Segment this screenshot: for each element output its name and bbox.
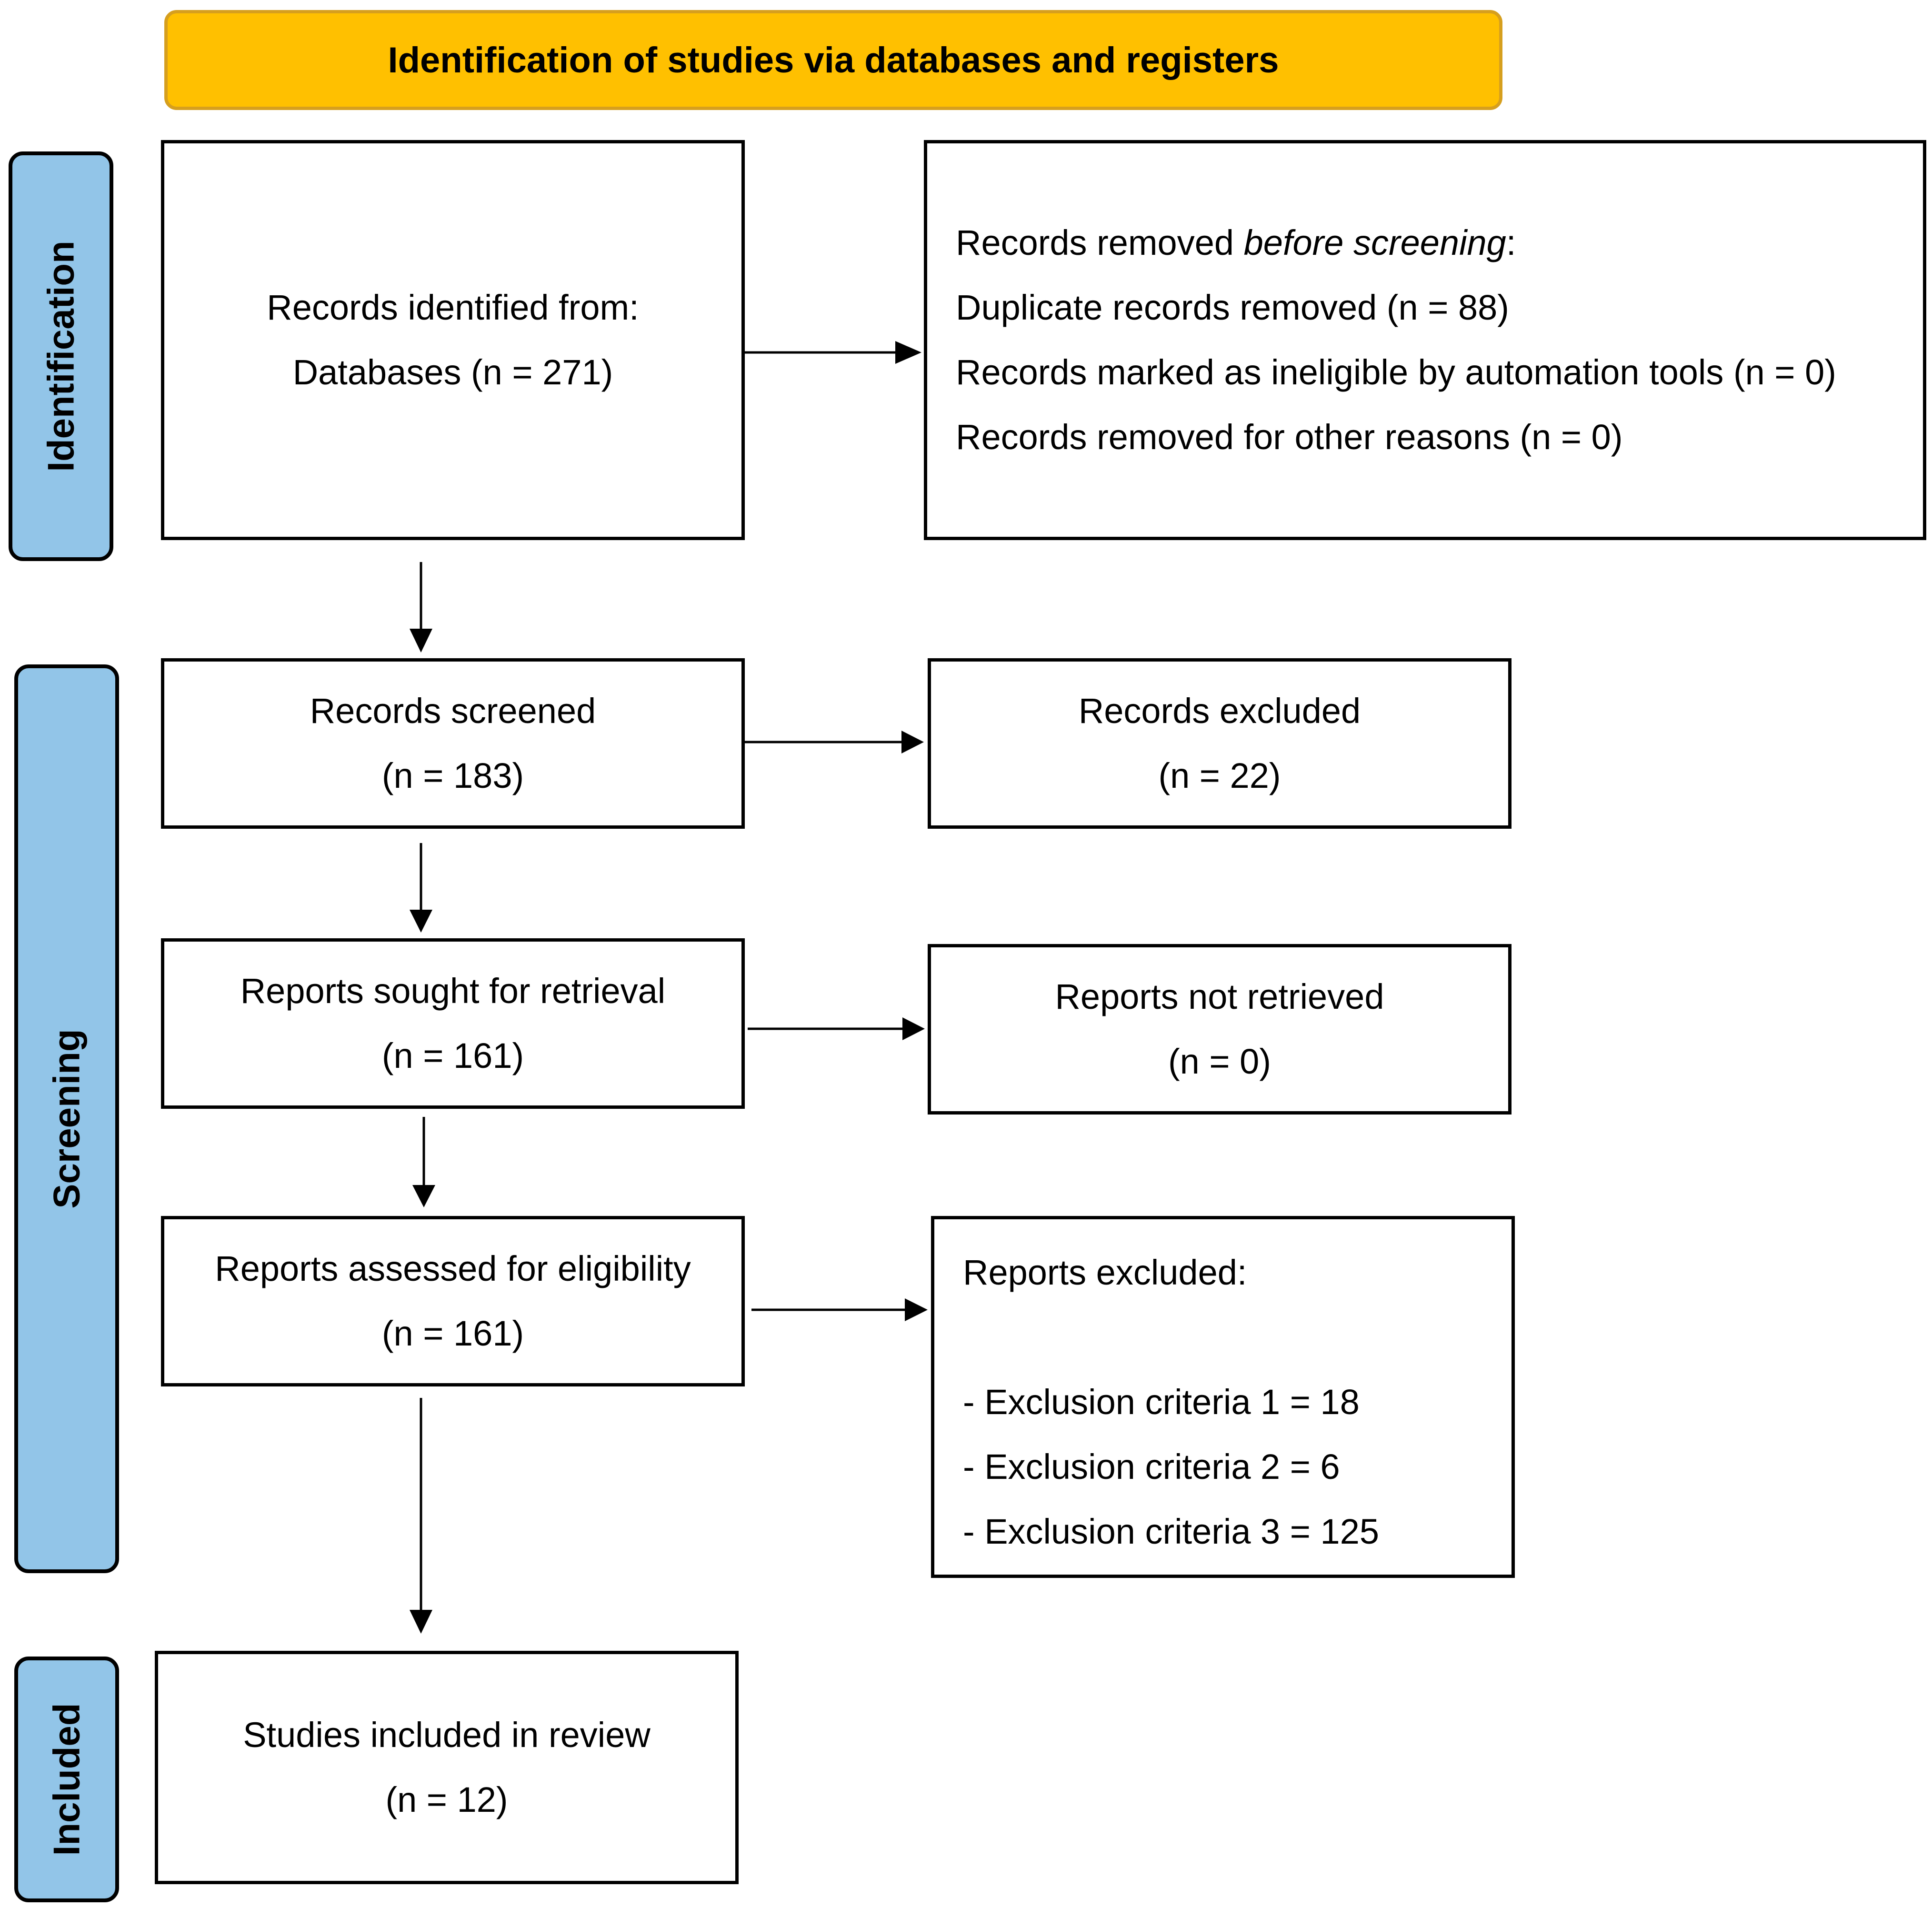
arrowhead-screened-to-sought [410,910,432,933]
records-removed-other: Records removed for other reasons (n = 0… [956,417,1623,457]
reports-sought-label: Reports sought for retrieval [240,971,666,1011]
reports-sought-count: (n = 161) [381,1036,524,1075]
records-screened-count: (n = 183) [381,756,524,795]
arrowhead-assessed-to-included [410,1610,432,1634]
reports-not-retrieved-box: Reports not retrieved (n = 0) [928,944,1512,1115]
records-removed-heading: Records removed before screening: [956,223,1516,262]
records-excluded-label: Records excluded [1078,691,1361,731]
duplicate-records-removed: Duplicate records removed (n = 88) [956,288,1509,327]
records-marked-ineligible: Records marked as ineligible by automati… [956,352,1836,392]
reports-assessed-label: Reports assessed for eligibility [215,1249,691,1288]
reports-assessed-box: Reports assessed for eligibility (n = 16… [161,1216,745,1386]
studies-included-count: (n = 12) [385,1780,508,1819]
phase-screening: Screening [14,664,119,1573]
exclusion-criteria-3: - Exclusion criteria 3 = 125 [963,1512,1380,1551]
arrowhead-identified-to-screened [410,629,432,653]
reports-sought-box: Reports sought for retrieval (n = 161) [161,938,745,1109]
reports-not-retrieved-label: Reports not retrieved [1055,977,1384,1016]
header-banner: Identification of studies via databases … [164,10,1502,110]
studies-included-box: Studies included in review (n = 12) [155,1651,739,1884]
reports-excluded-box: Reports excluded: - Exclusion criteria 1… [931,1216,1515,1578]
reports-assessed-count: (n = 161) [381,1314,524,1353]
exclusion-criteria-1: - Exclusion criteria 1 = 18 [963,1382,1360,1422]
records-screened-label: Records screened [310,691,596,731]
before-screening-emphasis: before screening [1243,223,1506,262]
records-identified-databases: Databases (n = 271) [292,352,613,392]
header-title: Identification of studies via databases … [388,40,1279,80]
records-identified-box: Records identified from: Databases (n = … [161,140,745,540]
records-identified-heading: Records identified from: [267,288,639,327]
phase-identification: Identification [9,151,113,561]
arrowhead-sought-to-assessed [412,1185,435,1207]
reports-not-retrieved-count: (n = 0) [1168,1042,1271,1081]
reports-excluded-heading: Reports excluded: [963,1253,1247,1292]
arrowhead-sought-to-not-retrieved [902,1017,925,1040]
records-removed-box: Records removed before screening: Duplic… [924,140,1926,540]
studies-included-label: Studies included in review [243,1715,651,1755]
arrowhead-assessed-to-excluded [905,1298,928,1321]
arrowhead-screened-to-excluded [901,731,924,753]
records-screened-box: Records screened (n = 183) [161,658,745,829]
records-excluded-box: Records excluded (n = 22) [928,658,1512,829]
phase-included: Included [14,1657,119,1902]
exclusion-criteria-2: - Exclusion criteria 2 = 6 [963,1447,1340,1486]
records-excluded-count: (n = 22) [1158,756,1281,795]
arrowhead-identified-to-removed [895,341,921,364]
